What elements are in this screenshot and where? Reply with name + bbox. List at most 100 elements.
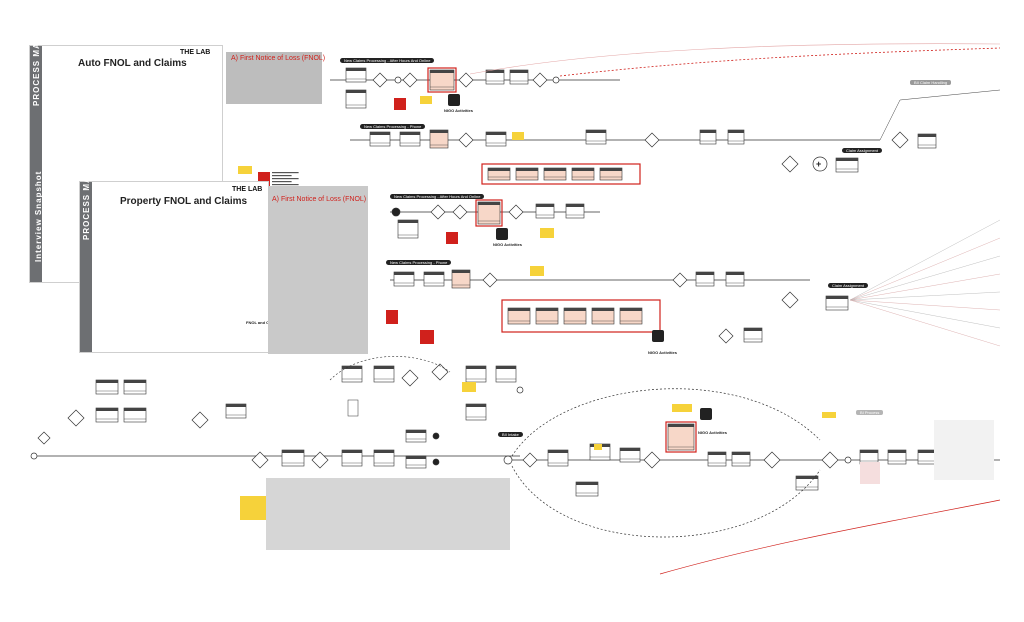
bi-step <box>667 423 695 451</box>
property-panel-sidebar <box>80 182 92 352</box>
bottom-gateway <box>311 451 329 469</box>
process-box-header <box>620 448 640 451</box>
prop-fanout-line <box>849 273 1001 301</box>
process-box-header <box>826 296 848 299</box>
tag-bi-process: BI Process <box>856 410 884 415</box>
process-box-header <box>398 220 418 223</box>
prop-fanout-line <box>849 299 1001 329</box>
process-box-header <box>586 130 606 133</box>
bi-gateway <box>522 452 538 468</box>
process-box-header <box>96 380 118 383</box>
prop-start-event <box>391 207 401 217</box>
nigo-label-bi: NIGO Activities <box>698 430 727 435</box>
lane-auto-after-hours: New Claims Processing - After Hours And … <box>340 58 435 63</box>
tag-claim-handling: BII Claim Handling <box>910 80 952 85</box>
warning-flag <box>420 330 434 344</box>
bottom-note <box>462 382 476 392</box>
auto-phone-highlight <box>481 163 641 185</box>
process-box-header <box>548 450 568 453</box>
process-box-header <box>346 68 366 71</box>
process-box-header <box>510 70 528 73</box>
process-box-header <box>452 270 470 273</box>
process-box-header <box>374 366 394 369</box>
auto-parallel-gateway <box>812 156 828 172</box>
process-box-header <box>124 408 146 411</box>
auto-phone-gateway <box>644 132 660 148</box>
nigo-icon-bi <box>700 408 712 420</box>
nigo-icon-auto <box>448 94 460 106</box>
auto-fnol-note <box>238 166 252 174</box>
process-box-header <box>124 380 146 383</box>
auto-right-branch <box>879 89 1001 141</box>
warning-text <box>272 172 299 174</box>
process-box-header <box>226 404 246 407</box>
nigo-label-auto: NIGO Activities <box>444 108 473 113</box>
process-box-header <box>726 272 744 275</box>
top-faded-curve <box>469 43 1001 75</box>
process-box-header <box>668 424 694 427</box>
prop-assign-gateway <box>781 291 799 309</box>
nigo-label-property-top: NIGO Activities <box>493 242 522 247</box>
process-box-header <box>888 450 906 453</box>
prop-step <box>477 201 501 225</box>
process-box-header <box>486 132 506 135</box>
process-box-header <box>424 272 444 275</box>
prop-phone-note <box>530 266 544 276</box>
auto-assign-gateway <box>891 131 909 149</box>
process-box-header <box>796 476 818 479</box>
process-box-header <box>576 482 598 485</box>
warning-flag <box>446 232 458 244</box>
warning-text <box>272 184 299 186</box>
process-box-header <box>346 90 366 93</box>
bi-gateway <box>643 451 661 469</box>
process-box-header <box>600 168 622 171</box>
lane-auto-phone: New Claims Processing - Phone <box>360 124 426 129</box>
prop-fanout-line <box>849 299 1001 347</box>
bi-note <box>594 444 602 450</box>
bottom-gateway <box>251 451 269 469</box>
bottom-loop-path <box>329 356 451 381</box>
property-panel-logo: THE LAB <box>232 186 263 193</box>
auto-highlight <box>427 67 457 93</box>
process-box-header <box>496 366 516 369</box>
property-panel-side-subtitle: Interview Snapshot <box>34 170 43 262</box>
process-box-header <box>488 168 510 171</box>
lane-property-claim-assignment: Claim Assignment <box>828 283 869 288</box>
process-box-header <box>342 366 362 369</box>
warning-text <box>272 175 292 177</box>
auto-start-event <box>394 76 402 84</box>
prop-fanout-line <box>849 299 1001 311</box>
prop-gateway <box>452 204 468 220</box>
auto-gateway-4 <box>532 72 548 88</box>
process-box-header <box>592 308 614 311</box>
bi-arc-top <box>511 388 821 457</box>
property-fnol-section <box>268 186 368 354</box>
faded-area <box>934 420 994 480</box>
bottom-end-event <box>516 386 524 394</box>
bi-arc-bottom <box>511 465 821 538</box>
property-panel-fnol-caption: FNOL and Claims <box>246 320 280 325</box>
lane-auto-claim-assignment: Claim Assignment <box>842 148 883 153</box>
process-box-header <box>96 408 118 411</box>
process-box-header <box>374 450 394 453</box>
prop-gateway <box>508 204 524 220</box>
process-box-header <box>620 308 642 311</box>
process-box-header <box>516 168 538 171</box>
nigo-label-property-mid: NIGO Activities <box>648 350 677 355</box>
process-box-header <box>282 450 304 453</box>
bi-highlight <box>665 421 697 453</box>
bottom-end-event <box>432 458 440 466</box>
process-box-header <box>728 130 744 133</box>
property-fnol-title: A) First Notice of Loss (FNOL) <box>272 196 367 203</box>
property-panel-side-label: PROCESS MAP <box>82 169 91 240</box>
process-box-header <box>406 456 426 459</box>
bi-start-event <box>503 455 513 465</box>
auto-gateway-2 <box>402 72 418 88</box>
nigo-icon-prop <box>496 228 508 240</box>
process-box-header <box>544 168 566 171</box>
process-box-header <box>744 328 762 331</box>
process-box-header <box>486 70 504 73</box>
lane-property-phone: New Claims Processing - Phone <box>386 260 452 265</box>
process-box-header <box>572 168 594 171</box>
process-box-header <box>370 132 390 135</box>
